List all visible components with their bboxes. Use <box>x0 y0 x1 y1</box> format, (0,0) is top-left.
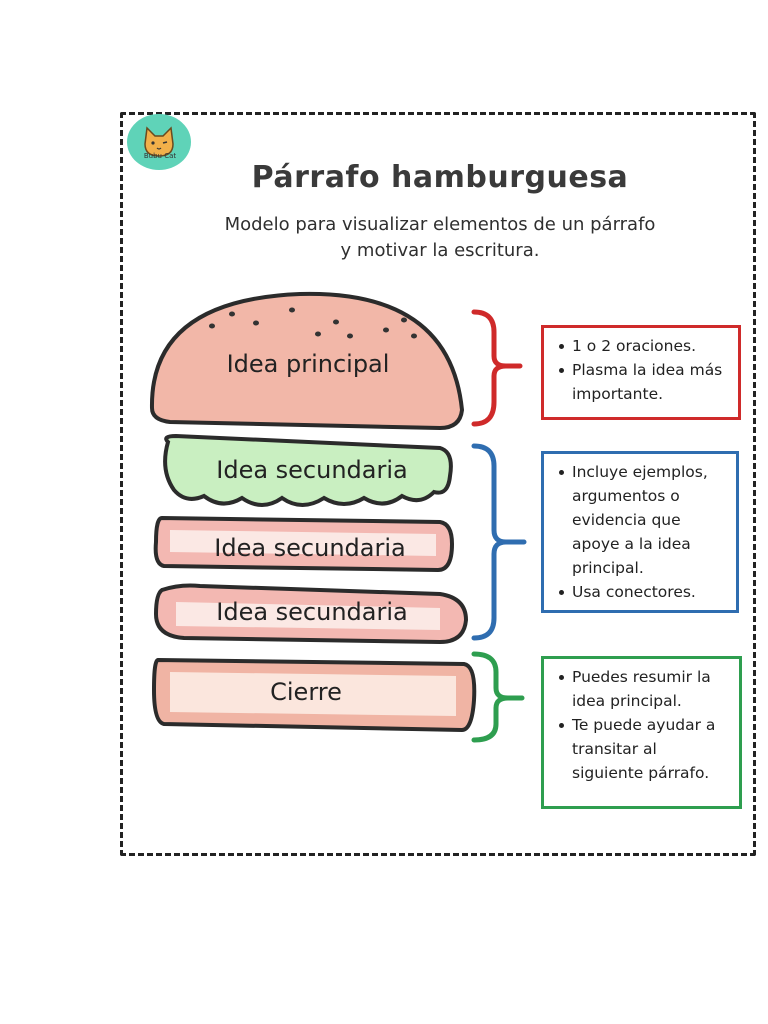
note-green-item-2: Te puede ayudar a transitar al siguiente… <box>559 713 731 785</box>
bracket-green <box>471 651 525 743</box>
note-green-item-1: Puedes resumir la idea principal. <box>559 665 731 713</box>
logo-text: Bubu Cat <box>143 152 177 160</box>
label-idea-principal: Idea principal <box>226 350 390 378</box>
note-blue-item-2: Usa conectores. <box>559 580 728 604</box>
bracket-blue <box>471 443 527 641</box>
page-title: Párrafo hamburguesa <box>251 160 629 195</box>
note-box-green: Puedes resumir la idea principal. Te pue… <box>541 656 742 809</box>
subtitle-line-1: Modelo para visualizar elementos de un p… <box>224 214 656 235</box>
worksheet-border <box>120 112 756 856</box>
label-idea-secundaria-3: Idea secundaria <box>216 598 408 626</box>
note-box-red: 1 o 2 oraciones. Plasma la idea más impo… <box>541 325 741 420</box>
label-cierre: Cierre <box>270 678 342 706</box>
note-red-item-1: 1 o 2 oraciones. <box>559 334 730 358</box>
cat-logo-icon <box>127 114 191 170</box>
subtitle-line-2: y motivar la escritura. <box>340 240 540 261</box>
label-idea-secundaria-1: Idea secundaria <box>216 456 408 484</box>
note-red-item-2: Plasma la idea más importante. <box>559 358 730 406</box>
sesame-seeds <box>209 307 417 339</box>
bracket-red <box>471 309 523 427</box>
note-blue-item-1: Incluye ejemplos, argumentos o evidencia… <box>559 460 728 580</box>
lettuce-layer <box>163 433 453 507</box>
top-bun <box>149 291 465 431</box>
subtitle: Modelo para visualizar elementos de un p… <box>180 212 700 264</box>
note-box-blue: Incluye ejemplos, argumentos o evidencia… <box>541 451 739 613</box>
label-idea-secundaria-2: Idea secundaria <box>214 534 406 562</box>
